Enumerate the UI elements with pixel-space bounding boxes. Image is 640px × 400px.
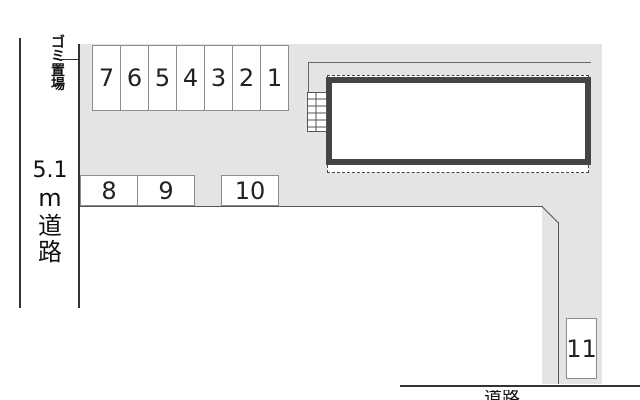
parking-slot-11: 11: [566, 318, 597, 379]
road-label: 5.1 m 道 路: [28, 158, 72, 266]
staircase-icon: [307, 92, 327, 132]
garbage-area-label: ゴ ミ 置 場: [44, 36, 72, 92]
garbage-char-4: 場: [51, 77, 65, 93]
road-edge-line-left: [19, 38, 21, 308]
parking-slot-3: 3: [204, 45, 233, 111]
road-name-char-2: 路: [38, 238, 62, 266]
slot-number: 6: [126, 64, 143, 92]
lot-boundary-right-inner: [558, 222, 559, 384]
road-name-char-1: 道: [38, 212, 62, 240]
parking-slot-4: 4: [176, 45, 205, 111]
slot-number: 4: [182, 64, 199, 92]
garbage-char-1: ゴ: [51, 35, 65, 51]
slot-number: 3: [210, 64, 227, 92]
bottom-road-label-partial: …道路: [466, 390, 520, 400]
parking-slot-1: 1: [260, 45, 289, 111]
garbage-char-2: ミ: [51, 49, 65, 65]
garbage-char-3: 置: [51, 63, 65, 79]
parking-slot-5: 5: [148, 45, 177, 111]
road-width-unit: m: [38, 184, 62, 212]
parking-slot-10: 10: [221, 175, 279, 206]
slot-number: 9: [158, 176, 174, 205]
bottom-road-line: [400, 385, 640, 387]
parking-slot-7: 7: [92, 45, 121, 111]
road-edge-line-right: [78, 44, 80, 308]
slot-number: 11: [566, 334, 597, 363]
lot-boundary-bottom: [80, 206, 543, 207]
slot-number: 2: [238, 64, 255, 92]
lot-boundary-chamfer: [542, 206, 559, 223]
building: [326, 77, 591, 165]
building-inner-line: [334, 85, 583, 157]
parking-slot-8: 8: [80, 175, 138, 206]
slot-number: 5: [154, 64, 171, 92]
slot-number: 7: [98, 64, 115, 92]
parking-slot-2: 2: [232, 45, 261, 111]
road-width-value: 5.1: [32, 158, 68, 183]
slot-number: 8: [101, 176, 117, 205]
garbage-leader-line: [60, 59, 80, 60]
parking-slot-9: 9: [137, 175, 195, 206]
parking-slot-6: 6: [120, 45, 149, 111]
slot-number: 10: [234, 176, 266, 205]
slot-number: 1: [266, 64, 283, 92]
